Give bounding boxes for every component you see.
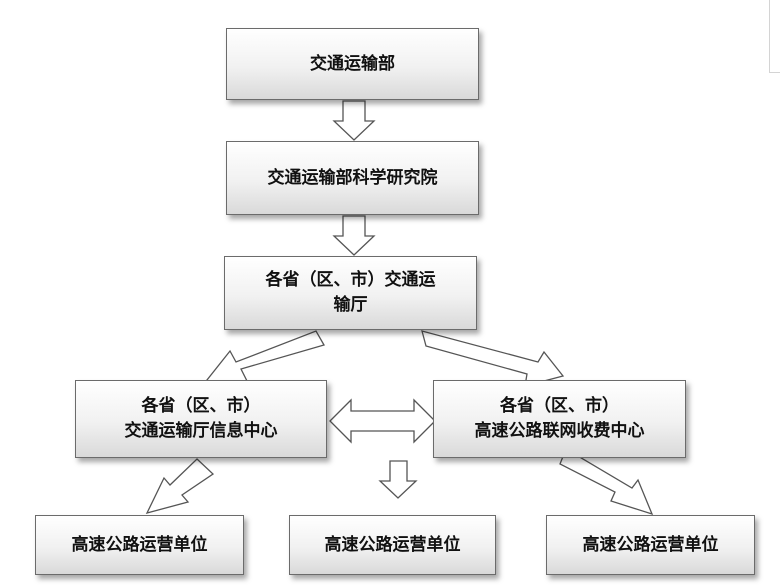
node-operator-right-label: 高速公路运营单位 xyxy=(582,534,719,555)
corner-horizontal-line xyxy=(769,72,780,73)
corner-vertical-line xyxy=(769,0,770,73)
node-provincial-dept: 各省（区、市）交通运 输厅 xyxy=(224,256,477,330)
node-info-center-label: 各省（区、市） 交通运输厅信息中心 xyxy=(124,396,278,441)
node-institute: 交通运输部科学研究院 xyxy=(226,141,479,215)
node-operator-middle: 高速公路运营单位 xyxy=(289,515,496,575)
node-provincial-dept-label: 各省（区、市）交通运 输厅 xyxy=(265,270,436,315)
node-toll-center: 各省（区、市） 高速公路联网收费中心 xyxy=(433,380,686,458)
node-operator-right: 高速公路运营单位 xyxy=(546,515,755,575)
arrow-to-middle-operator xyxy=(378,460,418,499)
arrow-provincial-to-info-center xyxy=(201,330,325,386)
arrow-provincial-to-toll-center xyxy=(421,330,565,387)
arrow-toll-center-to-right-operator xyxy=(559,448,654,516)
arrow-institute-to-provincial xyxy=(332,215,376,256)
node-ministry-label: 交通运输部 xyxy=(310,53,395,74)
node-ministry: 交通运输部 xyxy=(226,28,479,100)
node-info-center: 各省（区、市） 交通运输厅信息中心 xyxy=(75,380,327,458)
node-operator-left-label: 高速公路运营单位 xyxy=(71,534,208,555)
arrow-ministry-to-institute xyxy=(332,100,376,141)
node-operator-left: 高速公路运营单位 xyxy=(35,515,244,575)
node-institute-label: 交通运输部科学研究院 xyxy=(267,167,438,188)
arrow-double-info-toll xyxy=(329,398,436,444)
arrow-info-center-to-left-operator xyxy=(145,458,215,514)
node-operator-middle-label: 高速公路运营单位 xyxy=(324,534,461,555)
node-toll-center-label: 各省（区、市） 高速公路联网收费中心 xyxy=(474,396,645,441)
